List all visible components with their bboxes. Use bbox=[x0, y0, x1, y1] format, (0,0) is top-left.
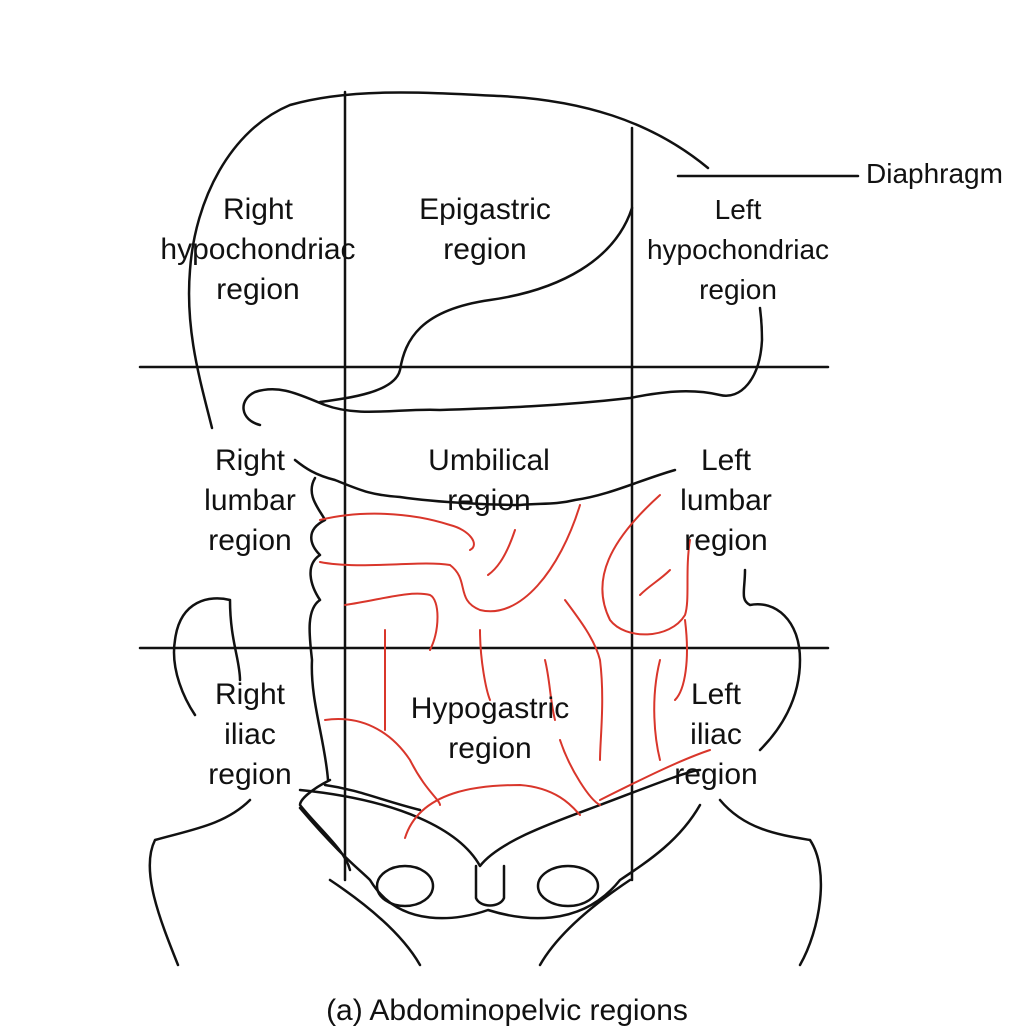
label-line: region bbox=[447, 484, 531, 517]
label-line: lumbar bbox=[204, 484, 296, 517]
label-line: region bbox=[674, 758, 758, 791]
label-line: Right bbox=[214, 444, 286, 477]
label-line: Hypogastric bbox=[410, 692, 570, 725]
left-obturator-foramen bbox=[536, 864, 600, 908]
figure-caption: (a) Abdominopelvic regions bbox=[326, 994, 688, 1027]
label-line: Left bbox=[700, 444, 752, 477]
label-line: region bbox=[216, 273, 300, 306]
right-lumbar-label: Right lumbar region bbox=[204, 441, 296, 561]
label-line: region bbox=[699, 274, 777, 305]
label-line: hypochondriac bbox=[160, 233, 356, 266]
transverse-colon bbox=[242, 306, 764, 427]
label-line: iliac bbox=[224, 718, 276, 751]
stomach-outline bbox=[318, 206, 634, 404]
label-line: region bbox=[684, 524, 768, 557]
label-line: Umbilical bbox=[428, 444, 550, 477]
sacrum bbox=[474, 864, 506, 907]
label-line: region bbox=[208, 524, 292, 557]
epigastric-label: Epigastric region bbox=[419, 190, 551, 270]
umbilical-label: Umbilical region bbox=[428, 441, 550, 521]
label-line: Epigastric bbox=[419, 193, 551, 226]
small-intestine bbox=[319, 494, 711, 839]
label-line: region bbox=[208, 758, 292, 791]
right-hip bbox=[172, 597, 242, 717]
label-line: Right bbox=[222, 193, 294, 226]
left-iliac-label: Left iliac region bbox=[674, 675, 757, 795]
right-hypochondriac-label: Right hypochondriac region bbox=[160, 190, 355, 310]
left-hypochondriac-label: Left hypochondriac region bbox=[647, 190, 829, 310]
label-line: Left bbox=[690, 678, 742, 711]
label-line: hypochondriac bbox=[646, 234, 830, 265]
pubic-arch bbox=[298, 768, 702, 967]
right-colon-bumps bbox=[308, 476, 330, 782]
right-obturator-foramen bbox=[375, 864, 435, 908]
right-iliac-label: Right iliac region bbox=[208, 675, 291, 795]
left-hip bbox=[742, 568, 802, 752]
ascending-colon bbox=[293, 458, 677, 507]
label-line: region bbox=[443, 233, 527, 266]
label-line: iliac bbox=[690, 718, 742, 751]
diaphragm-label: Diaphragm bbox=[866, 158, 1003, 189]
label-line: Right bbox=[214, 678, 286, 711]
label-line: lumbar bbox=[680, 484, 772, 517]
left-lumbar-label: Left lumbar region bbox=[680, 441, 772, 561]
liver-outline bbox=[187, 91, 710, 430]
pelvis-outline bbox=[148, 778, 823, 967]
label-line: region bbox=[448, 732, 532, 765]
label-line: Left bbox=[714, 194, 762, 225]
hypogastric-label: Hypogastric region bbox=[411, 689, 569, 769]
